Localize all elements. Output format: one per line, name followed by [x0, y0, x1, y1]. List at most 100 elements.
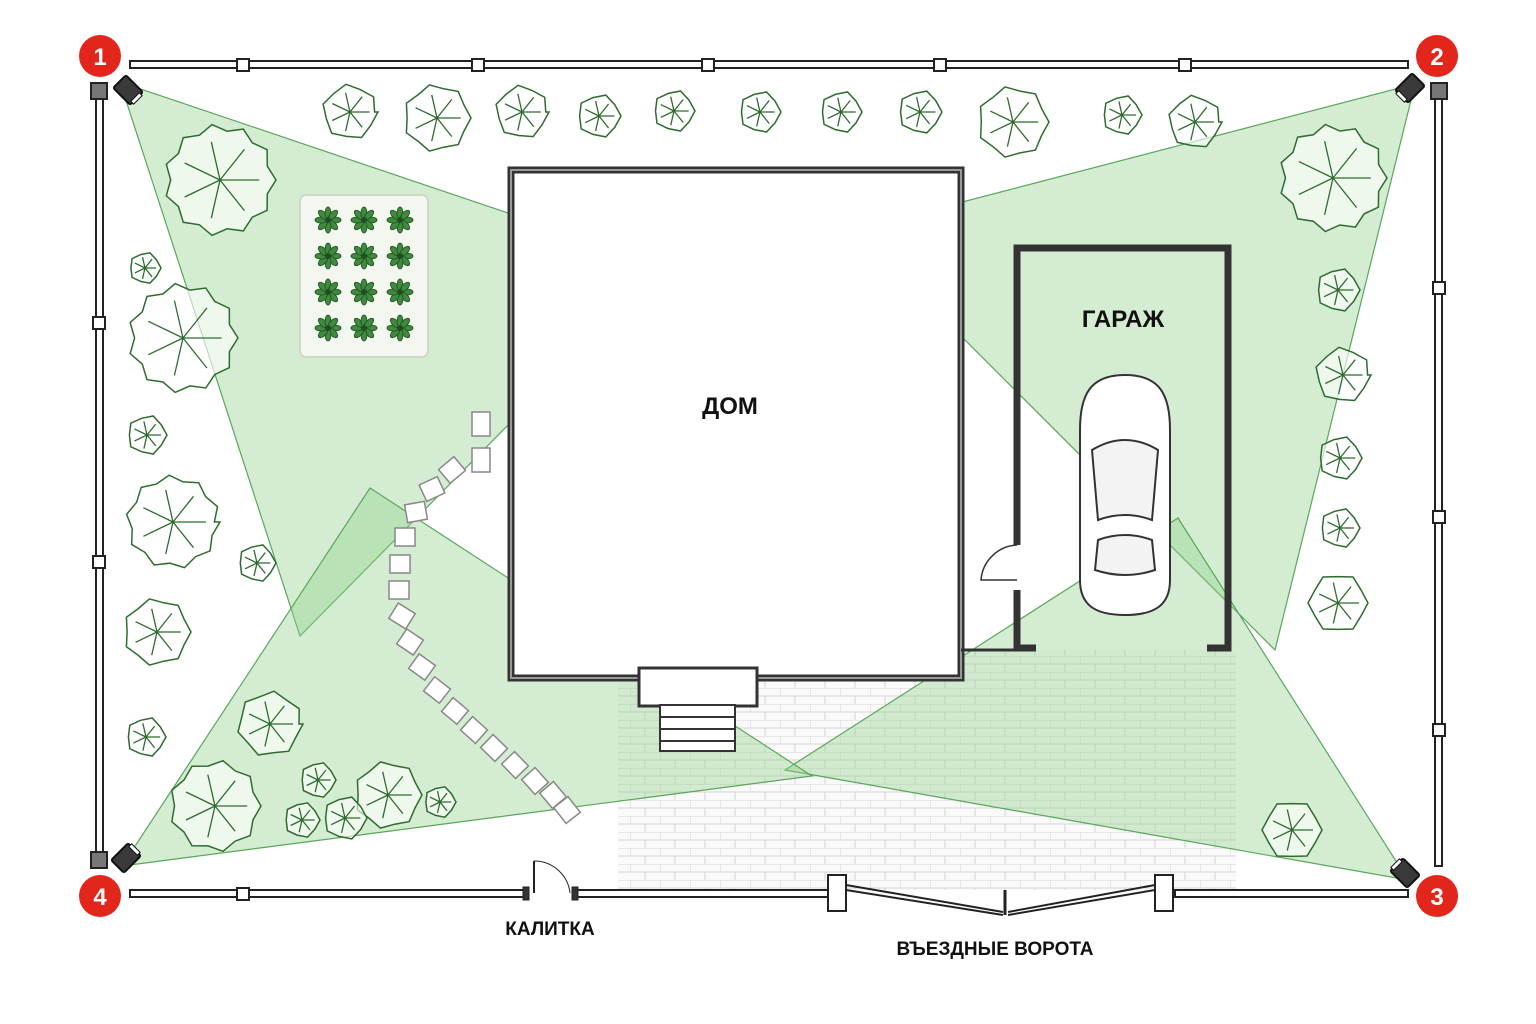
tree [285, 802, 321, 838]
tree [128, 415, 168, 455]
tree [1261, 802, 1323, 858]
stepping-stone [395, 627, 425, 657]
tree [1103, 95, 1143, 135]
stepping-stone [407, 652, 437, 682]
tree [1315, 346, 1373, 402]
tree [125, 598, 192, 666]
camera-3: 3 [1389, 857, 1458, 917]
tree [356, 761, 423, 829]
flower [386, 242, 414, 270]
flower [314, 242, 342, 270]
house: ДОМ [507, 166, 965, 752]
entry-gate [827, 874, 1174, 916]
flower [314, 278, 342, 306]
tree [237, 690, 305, 756]
tree [170, 759, 262, 853]
fence [95, 60, 1443, 898]
stepping-stone [552, 795, 582, 825]
stepping-stone [471, 411, 491, 437]
car [1079, 373, 1171, 617]
stepping-stone [479, 733, 509, 763]
flower [386, 314, 414, 342]
tree [127, 717, 167, 757]
entry-gate-label: ВЪЕЗДНЫЕ ВОРОТА [896, 939, 1093, 960]
tree [239, 544, 277, 582]
porch-steps [659, 704, 736, 752]
camera-icon [112, 74, 144, 106]
tree [1307, 575, 1369, 631]
flower [350, 314, 378, 342]
fence-post [933, 58, 947, 72]
tree [899, 90, 943, 134]
tree [405, 84, 472, 152]
camera-number-badge: 3 [1416, 875, 1458, 917]
tree [1319, 436, 1363, 480]
camera-icon [1394, 72, 1426, 104]
flower [314, 206, 342, 234]
tree [125, 474, 222, 569]
tree [1168, 94, 1224, 148]
flower [314, 314, 342, 342]
garage-label: ГАРАЖ [1082, 306, 1165, 333]
tree [425, 785, 457, 819]
fence-post [92, 316, 106, 330]
tree [130, 251, 162, 285]
camera-number: 3 [1430, 884, 1443, 911]
camera-icon [1389, 857, 1421, 889]
fence-post [236, 887, 250, 901]
stepping-stone [440, 696, 470, 726]
flower [350, 242, 378, 270]
stepping-stone [437, 455, 467, 485]
tree [301, 762, 337, 798]
stepping-stone [388, 580, 410, 600]
fence-post [1432, 723, 1446, 737]
flower [350, 206, 378, 234]
flower [350, 278, 378, 306]
tree [324, 796, 368, 840]
camera-number: 2 [1430, 44, 1443, 71]
stepping-stone [520, 766, 550, 796]
camera-2: 2 [1394, 35, 1458, 104]
camera-icon [110, 842, 142, 874]
tree [654, 90, 696, 132]
stepping-stone-path [387, 411, 582, 825]
stepping-stone [387, 602, 417, 630]
house-label: ДОМ [702, 393, 758, 420]
fence-post [92, 555, 106, 569]
tree [165, 123, 277, 237]
cameras: 1 2 3 4 [79, 35, 1458, 917]
coverage-zone-camera-3 [783, 517, 1410, 881]
garage: ГАРАЖ [961, 244, 1232, 652]
corner-post [90, 82, 108, 100]
stepping-stone [471, 447, 491, 473]
fence-post [1432, 510, 1446, 524]
camera-number-badge: 4 [79, 875, 121, 917]
tree [495, 84, 551, 138]
flowers [314, 206, 414, 342]
wicket-gate-label: КАЛИТКА [505, 919, 595, 940]
camera-1: 1 [79, 35, 144, 106]
flower-bed [299, 194, 429, 358]
trees [125, 83, 1388, 858]
stepping-stone [403, 500, 429, 524]
fence-posts [90, 58, 1448, 901]
stepping-stone [500, 750, 530, 780]
tree [740, 91, 782, 133]
fence-post [701, 58, 715, 72]
fence-post [1432, 281, 1446, 295]
wicket-gate [522, 860, 579, 901]
tree [578, 94, 622, 138]
fence-post [471, 58, 485, 72]
camera-coverage-zones [119, 81, 1416, 881]
tree [1280, 123, 1388, 233]
tree [979, 86, 1050, 158]
stepping-stone [459, 715, 489, 745]
tree [821, 91, 863, 133]
camera-4: 4 [79, 842, 142, 917]
flower [386, 278, 414, 306]
tree [1317, 268, 1361, 312]
tree [129, 282, 239, 394]
camera-number-badge: 1 [79, 35, 121, 77]
tree [1321, 508, 1361, 548]
flower [386, 206, 414, 234]
